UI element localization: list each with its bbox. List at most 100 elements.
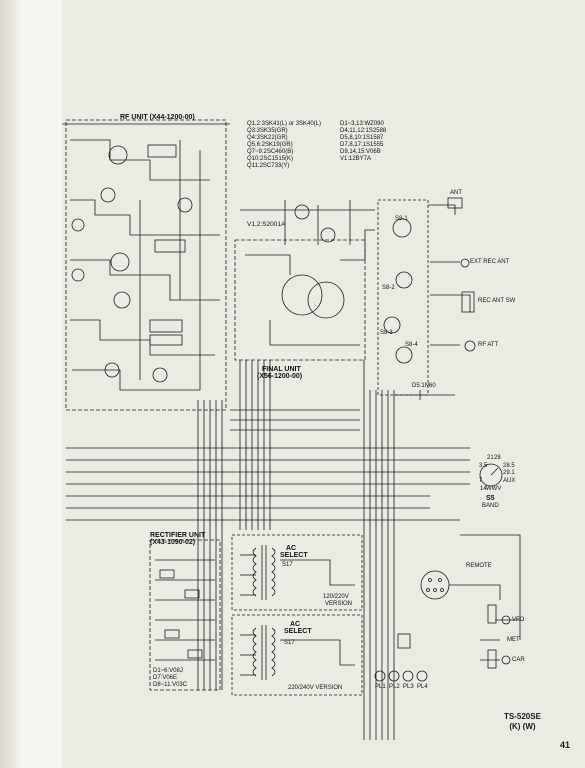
rf-coil [108, 145, 128, 165]
rectifier-unit-title: RECTIFIER UNIT [150, 532, 206, 539]
band-pos-label: 29.1 [503, 470, 515, 476]
rec-ant-sw [461, 291, 475, 313]
ac-select-120-version2: VERSION [325, 601, 353, 607]
semiconductor-legend-left: Q1,2:3SK41(L) or 3SK40(L) Q3:3SK35(GR) Q… [247, 121, 321, 170]
s8-2-switch [395, 271, 413, 289]
s8-2-label: S8-2 [382, 285, 395, 291]
neutralizing-capacitor [294, 204, 310, 220]
page-number: 41 [560, 740, 571, 750]
rf-wire [70, 319, 215, 356]
rf-transistor [100, 187, 116, 203]
vfo-label: VFO [512, 617, 525, 623]
model-label: TS-520SE (K) (W) [504, 712, 541, 732]
met-label: MET [507, 637, 520, 643]
semiconductor-legend-right: D1~3,13:WZ090 D4,11,12:1S2588 D5,8,10:1S… [340, 121, 386, 163]
pilot-lamp-label: PL1 [375, 684, 386, 690]
vfo-jack [501, 615, 511, 625]
s8-4-switch [395, 346, 413, 364]
final-wire [245, 254, 291, 275]
rf-transistor [71, 268, 85, 282]
legend-line: D4,11,12:1S2588 [340, 128, 387, 134]
ac-select-220-version: 220/240V VERSION [288, 685, 343, 691]
final-unit-part: (X56-1200-00) [257, 373, 303, 380]
remote-connector [420, 570, 450, 600]
band-pos-label: 7 [479, 478, 483, 484]
legend-line: V1:12BY7A [340, 156, 372, 162]
rf-block [149, 334, 183, 346]
model-name: TS-520SE [504, 712, 541, 721]
page-binding [0, 0, 62, 768]
rf-wire [70, 259, 220, 301]
band-pos-label: 21 [487, 455, 494, 461]
final-tube-label: V1,2:S2001A [247, 221, 286, 228]
horizontal-bus [66, 394, 470, 521]
ant-wire [428, 204, 456, 215]
car-resistor [487, 649, 497, 669]
rf-block [149, 319, 183, 333]
legend-line: Q10:2SC1515(K) [247, 156, 294, 162]
ac-select-120-title: AC [286, 545, 297, 552]
band-switch-label: S5 [486, 495, 495, 502]
ant-connector [447, 197, 463, 209]
legend-line: Q7~9:2SC460(B) [247, 149, 294, 155]
final-unit-title: FINAL UNIT [262, 366, 301, 373]
rf-coil [110, 252, 130, 272]
rf-unit-title: RF UNIT (X44-1200-00) [120, 114, 195, 121]
pilot-lamp-label: PL3 [403, 684, 414, 690]
rectifier-components [155, 559, 215, 661]
car-jack [501, 655, 511, 665]
rectifier-unit-boundary [149, 539, 221, 691]
legend-line: D5,8,10:1S1587 [340, 135, 384, 141]
ant-label: ANT [450, 190, 462, 196]
final-wire [340, 229, 375, 261]
s8-1-label: S8-1 [395, 216, 408, 222]
vfo-resistor [487, 604, 497, 624]
legend-line: D9,14,15:V06B [340, 149, 381, 155]
transformer-220 [240, 625, 355, 680]
rf-transistor [177, 197, 193, 213]
remote-wire [449, 584, 501, 600]
pilot-lamp [402, 670, 414, 682]
legend-line: D7,8,17:1S1555 [340, 142, 384, 148]
rf-block [147, 144, 177, 158]
ac-select-220-subtitle: SELECT [284, 628, 312, 635]
ac-select-120-boundary [231, 534, 363, 611]
ext-rec-jack [460, 258, 470, 268]
pilot-lamp-label: PL2 [389, 684, 400, 690]
model-variant: (K) (W) [509, 722, 536, 731]
rf-transistor [104, 362, 120, 378]
legend-line: Q4:3SK22(GR) [247, 135, 288, 141]
s8-1-switch [392, 218, 412, 238]
car-label: CAR [512, 657, 525, 663]
rectifier-diode-line: D7:V06E [153, 675, 178, 681]
band-pos-label: 14 [480, 486, 487, 492]
plate-choke [320, 227, 336, 243]
pilot-lamp [374, 670, 386, 682]
band-pos-label: 28.5 [503, 463, 515, 469]
rf-wire [72, 369, 200, 391]
remote-label: REMOTE [466, 563, 492, 569]
final-unit-boundary [234, 239, 366, 361]
band-pos-label: AUX [503, 478, 516, 484]
rectifier-unit-part: (X43-1090-02) [150, 539, 196, 546]
final-wire [269, 320, 360, 346]
band-pos-label: WWV [486, 486, 502, 492]
rectifier-diode-line: D8~11:V03C [153, 682, 188, 688]
band-switch-sublabel: BAND [482, 503, 499, 509]
d5-label: D5:1N60 [412, 383, 436, 389]
s8-switch-boundary [377, 199, 429, 396]
ext-rec-ant-label: EXT REC ANT [470, 259, 510, 265]
s8-3-label: S8-3 [380, 330, 393, 336]
band-switch-wafer [479, 463, 503, 487]
rf-transistor [152, 367, 168, 383]
ac-select-220-title: AC [290, 621, 301, 628]
rf-wire [70, 199, 220, 236]
ac-select-120-version: 120/220V [323, 594, 349, 600]
final-tube-v1 [281, 274, 323, 316]
ac-select-220-switch: S17 [284, 640, 295, 646]
final-tube-v2 [307, 281, 345, 319]
rf-transistor [71, 218, 85, 232]
schematic-wires [62, 119, 521, 740]
band-pos-label: 28 [494, 455, 501, 461]
legend-line: Q5,6:2SK19(GR) [247, 142, 293, 148]
